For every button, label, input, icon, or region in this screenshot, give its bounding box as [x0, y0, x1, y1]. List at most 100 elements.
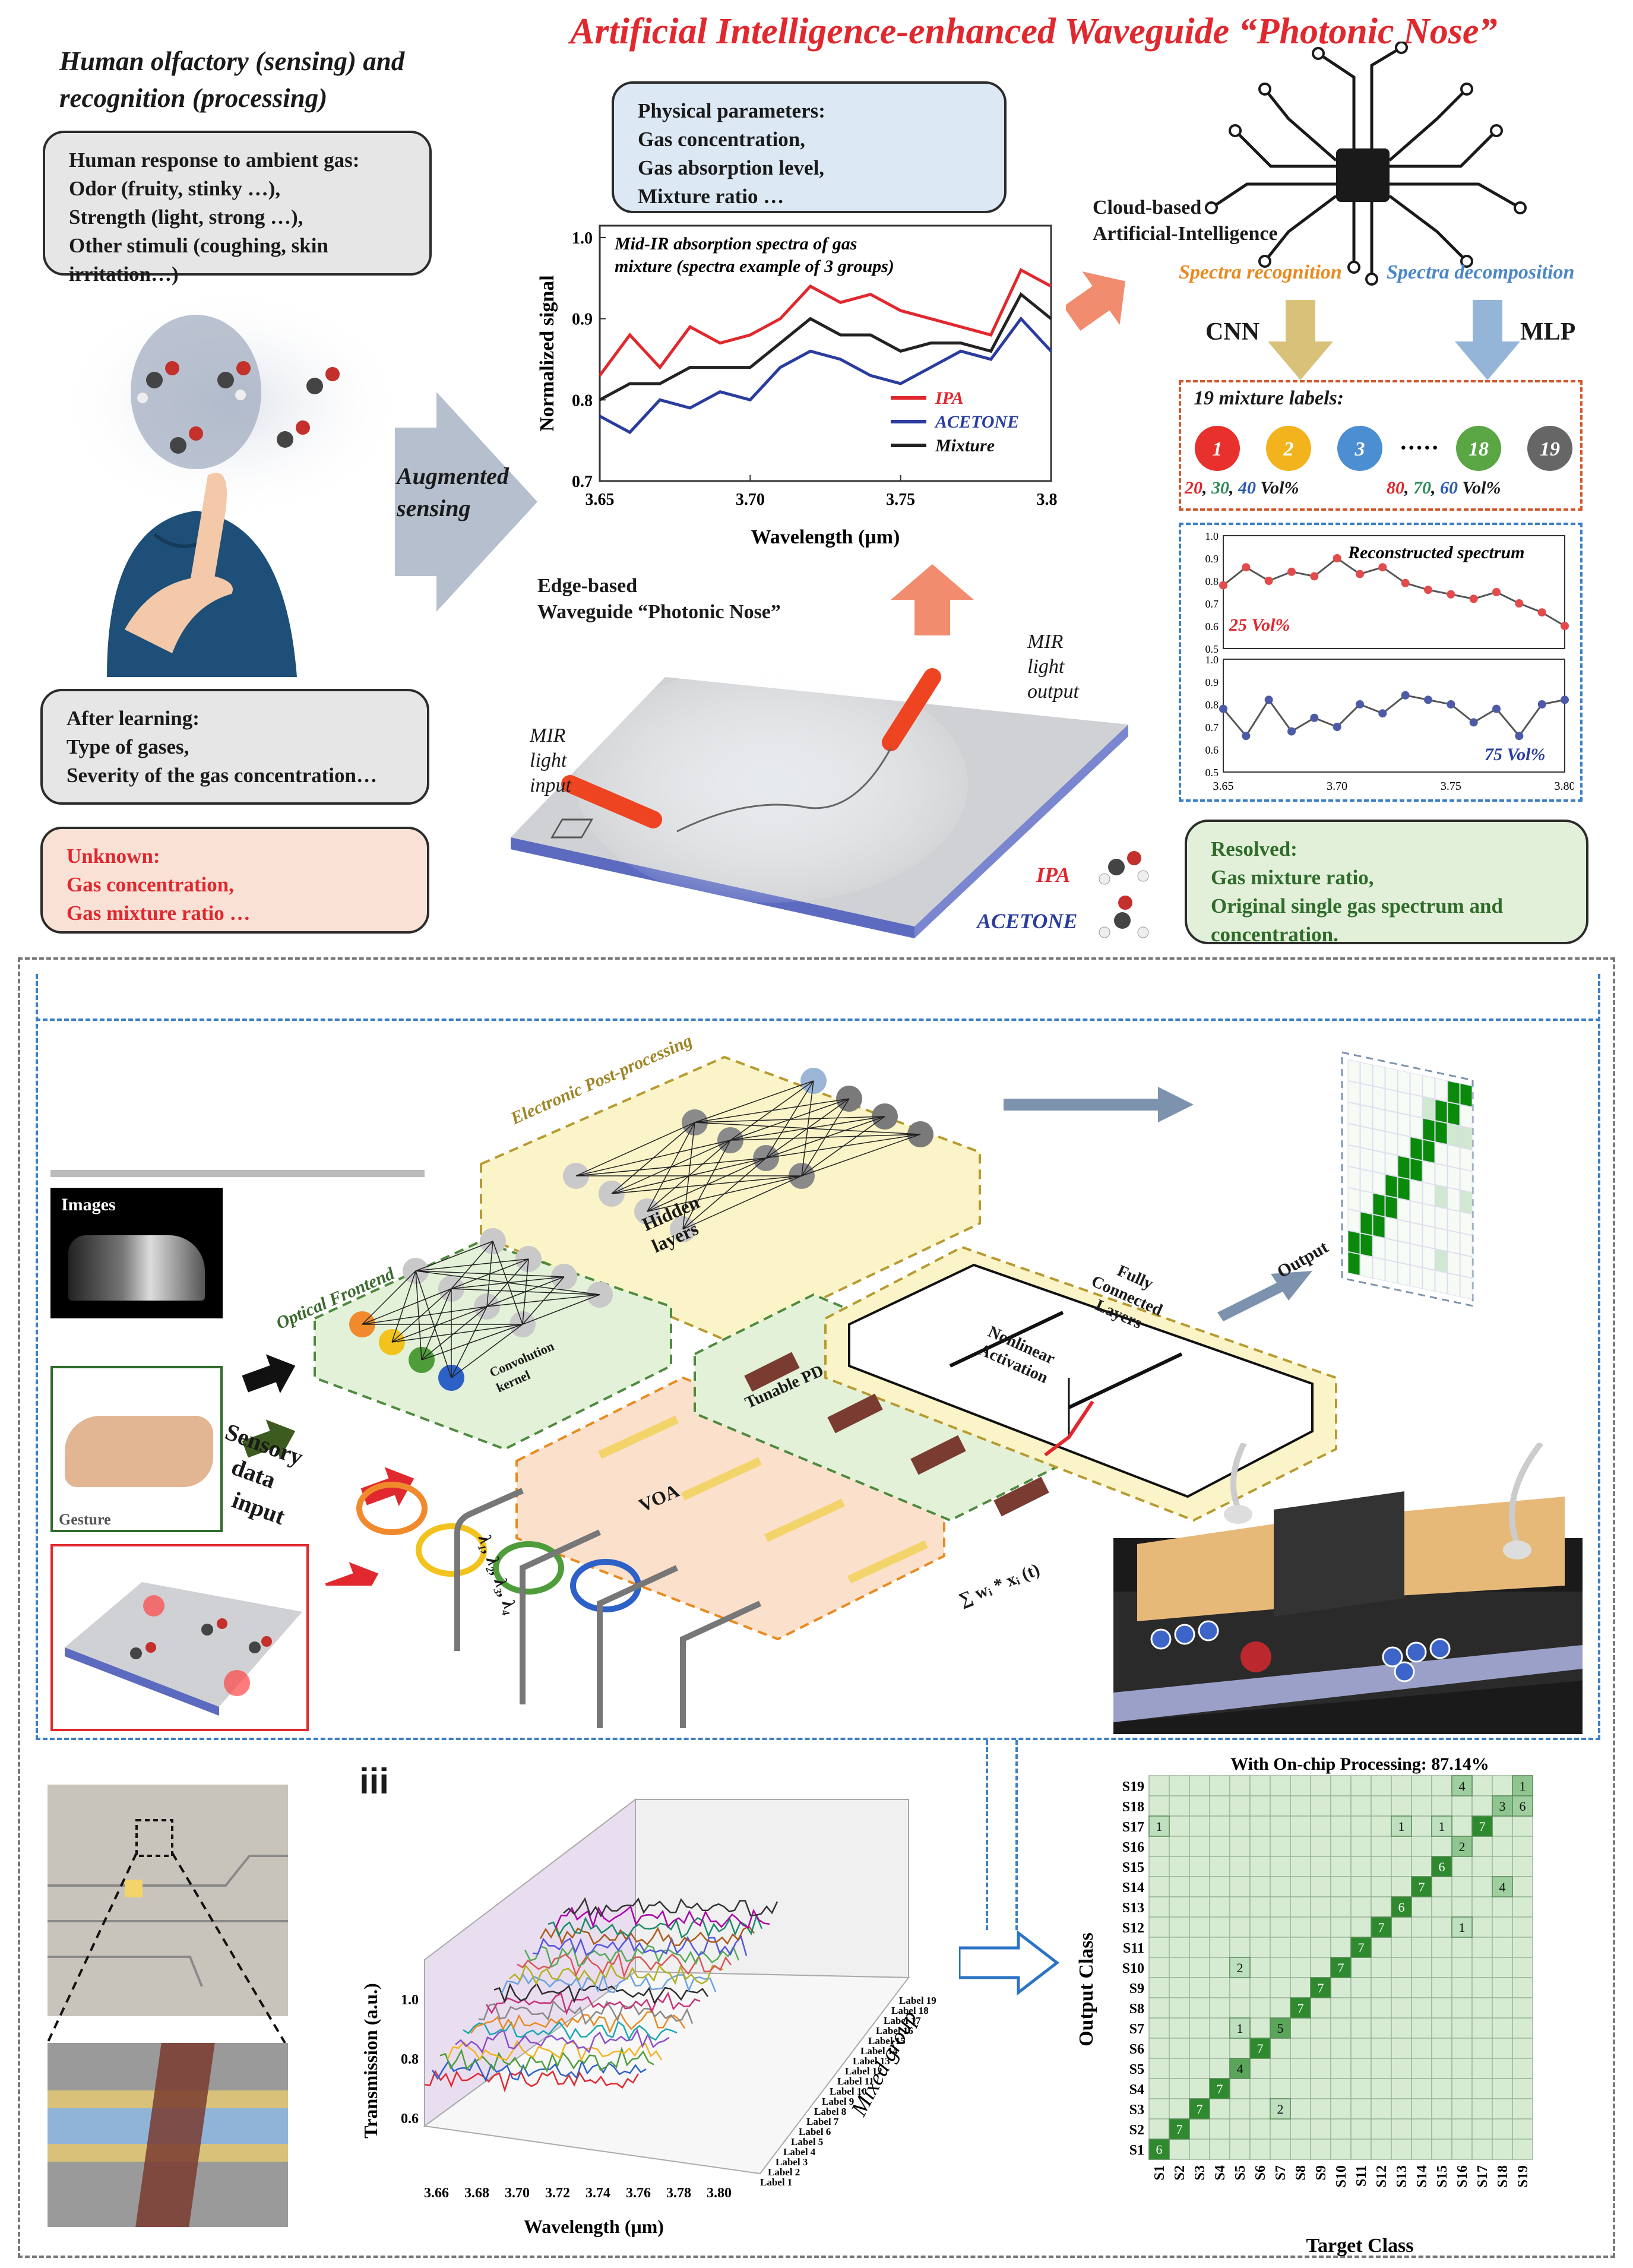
cm-value-label: 2	[1237, 1960, 1243, 1975]
cm-cell	[1512, 1836, 1533, 1856]
cm-value-label: 1	[1439, 1819, 1445, 1834]
right-arrow-to-cloud	[1066, 267, 1131, 333]
cm-cell	[1412, 2119, 1432, 2139]
cm-cell	[1331, 2058, 1351, 2079]
cm-cell	[1230, 1796, 1250, 1816]
up-arrow	[891, 564, 974, 635]
cm-ytick-label: S11	[1123, 1941, 1144, 1956]
cm-cell	[1492, 1917, 1512, 1937]
recon-ytick-label: 0.5	[1205, 643, 1219, 655]
matrix-cell	[1360, 1233, 1372, 1257]
cm-cell	[1432, 1978, 1452, 1998]
cm-value-label: 1	[1520, 1779, 1526, 1793]
cm-xtick-label: S17	[1475, 2165, 1490, 2187]
cm-cell	[1412, 1978, 1432, 1998]
cm-cell	[1432, 1776, 1452, 1796]
cm-value-label: 7	[1297, 2001, 1304, 2016]
matrix-cell	[1435, 1185, 1447, 1208]
cm-value-label: 5	[1277, 2021, 1284, 2036]
cm-cell	[1149, 2038, 1169, 2058]
transmission-3d-chart: Label 1Label 2Label 3Label 4Label 5Label…	[321, 1782, 944, 2239]
mlp-label: MLP	[1520, 318, 1575, 346]
cm-cell	[1169, 1877, 1189, 1897]
cm-cell	[1169, 1998, 1189, 2018]
matrix-cell	[1398, 1198, 1410, 1222]
cm-cell	[1290, 2139, 1311, 2159]
cm-cell	[1311, 2119, 1331, 2139]
cm-ytick-label: S10	[1122, 1961, 1144, 1976]
cm-cell	[1512, 2079, 1533, 2099]
cm-cell	[1371, 1776, 1391, 1796]
matrix-cell	[1410, 1244, 1422, 1267]
physical-line-2: Gas concentration,	[638, 125, 980, 154]
cm-cell	[1391, 2099, 1412, 2119]
cm-cell	[1189, 1856, 1210, 1877]
cm-cell	[1492, 1816, 1512, 1836]
cm-value-label: 1	[1398, 1819, 1405, 1834]
cm-cell	[1169, 2018, 1189, 2038]
cm-cell	[1472, 2119, 1492, 2139]
cm-value-label: 7	[1197, 2102, 1203, 2117]
recon-point	[1219, 705, 1227, 713]
matrix-cell	[1348, 1145, 1360, 1168]
cm-cell	[1270, 1917, 1290, 1937]
cm-cell	[1452, 1957, 1472, 1978]
cm-cell	[1311, 1856, 1331, 1877]
cm-cell	[1472, 1877, 1492, 1897]
cm-cell	[1210, 2038, 1230, 2058]
matrix-cell	[1360, 1062, 1372, 1086]
images-label: Images	[61, 1195, 116, 1215]
cm-cell	[1371, 1816, 1391, 1836]
cm-xtick-label: S12	[1374, 2165, 1390, 2187]
cm-cell	[1149, 1776, 1169, 1796]
cm-cell	[1331, 2079, 1351, 2099]
matrix-cell	[1448, 1145, 1460, 1168]
cm-cell	[1331, 1978, 1351, 1998]
matrix-cell	[1385, 1068, 1397, 1091]
confusion-matrix-chart: With On-chip Processing: 87.14% 67774757…	[1069, 1752, 1585, 2257]
cm-cell	[1270, 2058, 1290, 2079]
augmented-line-2: sensing	[397, 492, 509, 524]
cm-cell	[1149, 2058, 1169, 2079]
mir-output-line-2: light	[1027, 654, 1079, 679]
cm-cell	[1230, 1937, 1250, 1957]
cm-cell	[1250, 1998, 1270, 2018]
connector-line-left	[986, 1740, 988, 1930]
mixture-label-circles: 1231819·····	[1188, 422, 1580, 475]
spectra-ytick-label: 0.8	[572, 391, 593, 410]
cm-cell	[1331, 1917, 1351, 1937]
cm-value-label: 6	[1398, 1900, 1405, 1915]
cm-cell	[1290, 1937, 1311, 1957]
cm-cell	[1452, 2079, 1472, 2099]
output-arrow	[1217, 1271, 1312, 1321]
cm-cell	[1492, 1978, 1512, 1998]
cm-cell	[1412, 2018, 1432, 2038]
cm-cell	[1210, 1836, 1230, 1856]
matrix-cell	[1448, 1252, 1460, 1275]
edge-label-line-2: Waveguide “Photonic Nose”	[537, 599, 781, 625]
matrix-cell	[1360, 1084, 1372, 1107]
cnn-label: CNN	[1205, 318, 1259, 346]
cm-cell	[1331, 1796, 1351, 1816]
matrix-cell	[1423, 1268, 1435, 1291]
cm-cell	[1189, 2038, 1210, 2058]
matrix-cell	[1348, 1231, 1360, 1254]
vol-20: 20	[1185, 478, 1202, 498]
cm-cell	[1149, 1978, 1169, 1998]
vol-70: 70	[1413, 478, 1431, 498]
mir-input-line-2: light	[530, 748, 571, 773]
cm-cell	[1391, 1998, 1412, 2018]
cm-cell	[1391, 2058, 1412, 2079]
human-response-box: Human response to ambient gas: Odor (fru…	[43, 131, 432, 276]
matrix-cell	[1385, 1175, 1397, 1198]
cm-cell	[1230, 1877, 1250, 1897]
cm-xtick-label: S11	[1354, 2165, 1369, 2187]
cm-cell	[1270, 2038, 1290, 2058]
cm-cell	[1169, 1836, 1189, 1856]
mixture-labels-title: 19 mixture labels:	[1194, 387, 1344, 410]
cm-cell	[1351, 2038, 1371, 2058]
matrix-cell	[1435, 1099, 1447, 1122]
cm-cell	[1250, 1776, 1270, 1796]
human-title-line-1: Human olfactory (sensing) and	[59, 43, 404, 80]
cm-cell	[1189, 1957, 1210, 1978]
